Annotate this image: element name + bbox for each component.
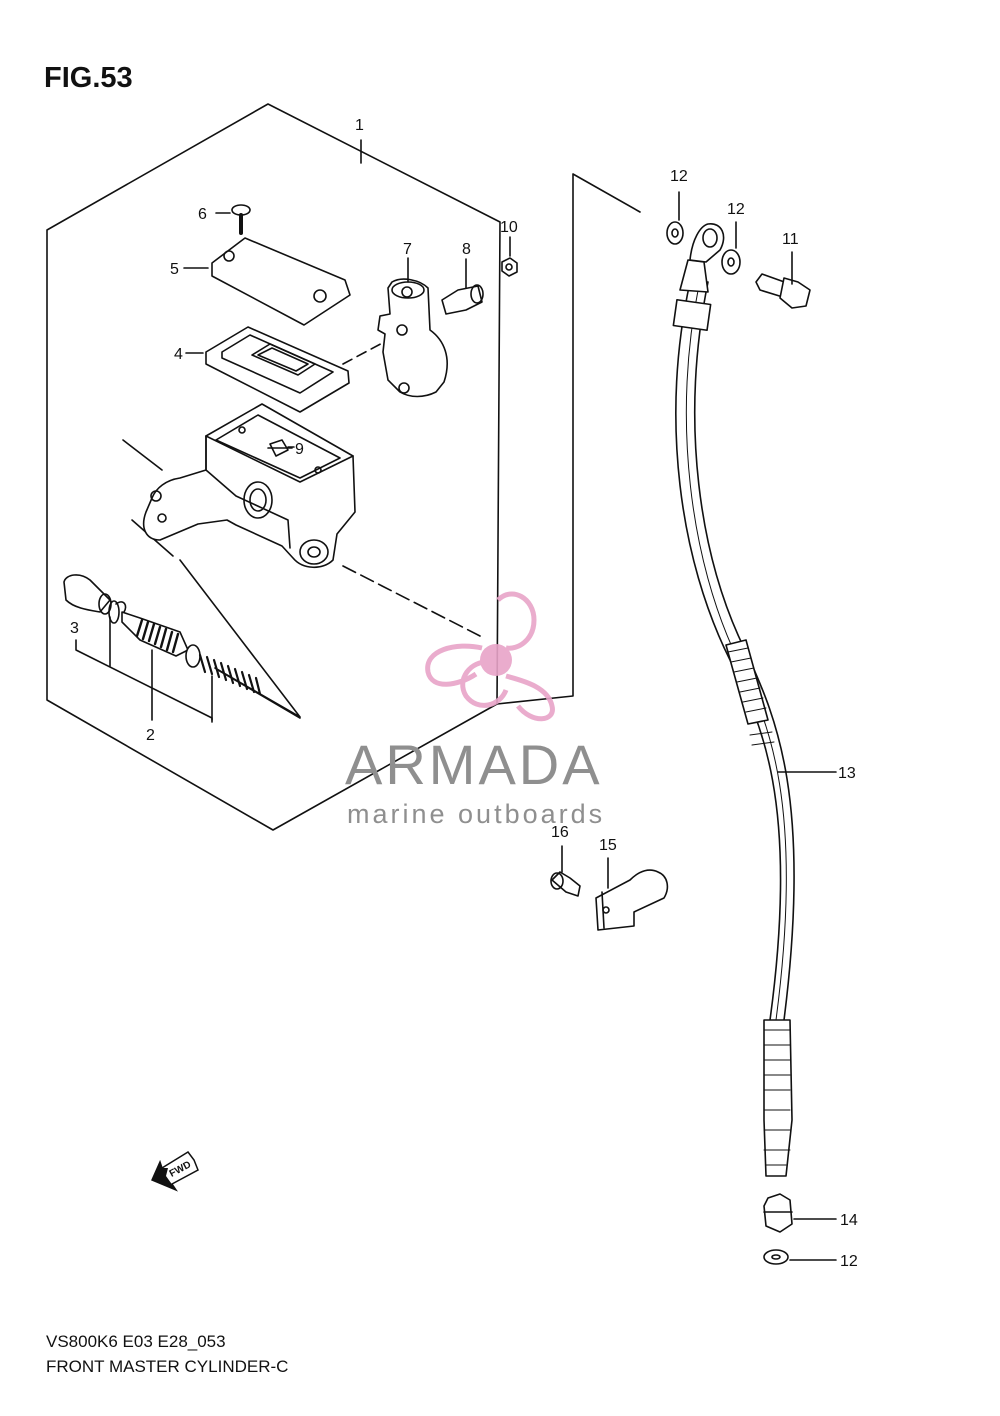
part-brake-hose-13 [672, 223, 837, 1177]
figure-name: FRONT MASTER CYLINDER-C [46, 1357, 289, 1376]
part-banjo-bolt-11 [755, 251, 811, 309]
callout-15: 15 [599, 837, 617, 854]
callout-2: 2 [146, 727, 155, 744]
watermark-tagline: marine outboards [347, 799, 605, 829]
callout-6: 6 [198, 206, 207, 223]
part-bolt-16 [550, 845, 581, 897]
hose-group-outline [496, 173, 641, 705]
part-nut-10 [501, 236, 518, 277]
part-clamp-15 [595, 857, 669, 931]
fwd-arrow-icon: FWD [151, 1151, 199, 1192]
part-washer-12-lower [763, 1249, 837, 1265]
callout-3: 3 [70, 620, 79, 637]
figure-title: FIG.53 [44, 62, 133, 94]
part-bolt-8 [441, 258, 484, 315]
callout-1: 1 [355, 117, 364, 134]
callout-16: 16 [551, 824, 569, 841]
callout-12-upper: 12 [670, 168, 688, 185]
callout-8: 8 [462, 241, 471, 258]
callout-7: 7 [403, 241, 412, 258]
part-reservoir-cap-5 [183, 237, 351, 326]
callout-12-lower: 12 [840, 1253, 858, 1270]
callout-4: 4 [174, 346, 183, 363]
callout-9: 9 [295, 441, 304, 458]
part-washer-12-upper [666, 191, 684, 245]
watermark-brand: ARMADA [345, 733, 603, 796]
watermark-propeller-logo [425, 591, 555, 722]
callout-10: 10 [500, 219, 518, 236]
part-diaphragm-4 [185, 326, 350, 413]
model-code: VS800K6 E03 E28_053 [46, 1332, 226, 1351]
callout-13: 13 [838, 765, 856, 782]
part-clamp-7 [377, 257, 448, 398]
part-piston-set-2 [121, 611, 262, 696]
part-washer-12-mid [721, 221, 741, 275]
part-boot-3 [63, 574, 127, 624]
callout-12-mid: 12 [727, 201, 745, 218]
part-master-cylinder-body [142, 403, 356, 569]
callout-11: 11 [782, 231, 799, 248]
callout-14: 14 [840, 1212, 858, 1229]
part-fitting-14 [763, 1193, 837, 1233]
part-screw-6 [215, 204, 251, 235]
callout-5: 5 [170, 261, 179, 278]
callout-labels: 1 2 3 4 5 6 7 8 9 10 11 12 12 12 13 14 1… [70, 117, 858, 1270]
